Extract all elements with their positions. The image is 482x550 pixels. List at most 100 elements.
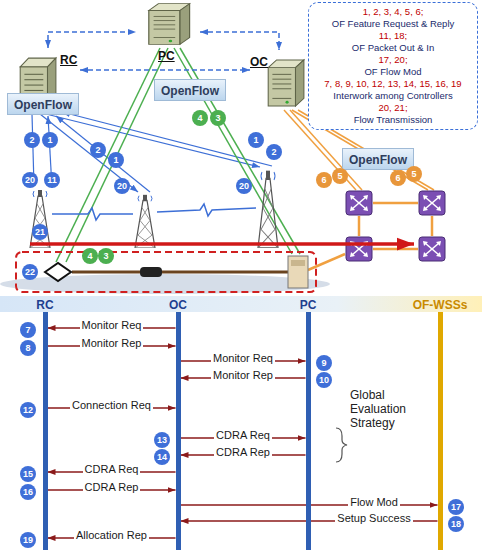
legend-text: OF Packet Out & In (313, 42, 473, 54)
note-holder: Global Evaluation Strategy (350, 388, 416, 430)
callout-holder: 6 (390, 170, 406, 186)
callout-holder: 1 (248, 132, 264, 148)
callout-number: 5 (406, 166, 422, 182)
message-label-holder: Monitor Req (211, 348, 275, 366)
callout-holder: 20 (22, 172, 38, 188)
callout-holder: 4 (192, 110, 208, 126)
message-label: Setup Success (335, 512, 412, 524)
controller-link (48, 32, 136, 48)
legend-numbers: 17, 20; (313, 54, 473, 66)
callout-number: 22 (22, 264, 38, 280)
openflow-label: OpenFlow (349, 153, 407, 167)
callout-holder: 3 (210, 110, 226, 126)
callout-holder: 7 (20, 322, 36, 338)
lifeline-header: PC (300, 298, 317, 312)
lifeline-header: OF-WSSs (413, 298, 468, 312)
message-label-holder: CDRA Req (83, 459, 141, 477)
message-label-holder: Monitor Rep (80, 333, 144, 351)
callout-holder: 2 (90, 142, 106, 158)
legend-numbers: 1, 2, 3, 4, 5, 6; (313, 6, 473, 18)
message-label: CDRA Rep (214, 446, 272, 458)
callout-number: 20 (22, 172, 38, 188)
callout-holder: 17 (448, 499, 464, 515)
message-label-holder: Flow Mod (348, 492, 400, 510)
message-label: CDRA Req (214, 429, 272, 441)
controller-node: OC (250, 50, 308, 108)
callout-holder: 22 (22, 264, 38, 280)
callout-holder: 2 (24, 132, 40, 148)
callout-number: 3 (210, 110, 226, 126)
legend-text: Interwork among Controllers (313, 90, 473, 102)
controller-label: OC (250, 55, 268, 69)
callout-number: 3 (98, 248, 114, 264)
callout-number: 2 (24, 132, 40, 148)
callout-holder: 10 (316, 372, 332, 388)
message-label: CDRA Req (83, 463, 141, 475)
controller-label: RC (60, 53, 77, 67)
callout-number: 14 (154, 449, 170, 465)
message-label: Monitor Rep (211, 369, 275, 381)
callout-number: 1 (42, 132, 58, 148)
callout-holder: 20 (236, 178, 252, 194)
controller-node: PC (136, 2, 200, 62)
message-label: Allocation Rep (74, 529, 149, 541)
callout-holder: 20 (114, 178, 130, 194)
lifeline: OF-WSSs (438, 312, 443, 550)
server-icon (144, 2, 192, 46)
callout-holder: 16 (20, 484, 36, 500)
server-icon (264, 58, 306, 108)
message-label-holder: CDRA Rep (83, 477, 141, 495)
callout-holder: 12 (20, 402, 36, 418)
callout-number: 11 (44, 172, 60, 188)
callout-holder: 8 (20, 340, 36, 356)
legend-numbers: 7, 8, 9, 10, 12, 13, 14, 15, 16, 19 (313, 78, 473, 90)
callout-number: 6 (390, 170, 406, 186)
openflow-box: OpenFlow (342, 148, 414, 170)
message-label-holder: CDRA Rep (214, 442, 272, 460)
callout-holder: 5 (406, 166, 422, 182)
callout-holder: 2 (266, 144, 282, 160)
legend-box: 1, 2, 3, 4, 5, 6;OF Feature Request & Re… (308, 2, 478, 130)
callout-holder: 19 (20, 532, 36, 548)
callout-holder: 4 (82, 248, 98, 264)
legend-numbers: 20, 21; (313, 102, 473, 114)
callout-number: 9 (316, 355, 332, 371)
message-label: CDRA Rep (83, 481, 141, 493)
callout-number: 2 (90, 142, 106, 158)
callout-holder: 15 (20, 466, 36, 482)
callout-holder: 14 (154, 449, 170, 465)
openflow-box: OpenFlow (7, 93, 79, 115)
controller-link (200, 32, 279, 50)
callout-holder: 1 (108, 152, 124, 168)
message-label: Monitor Req (80, 319, 144, 331)
callout-number: 7 (20, 322, 36, 338)
callout-number: 4 (82, 248, 98, 264)
callout-number: 21 (32, 224, 48, 240)
callout-number: 10 (316, 372, 332, 388)
lifeline: PC (306, 312, 311, 550)
message-label-holder: Setup Success (335, 508, 412, 526)
callout-number: 1 (248, 132, 264, 148)
callout-number: 5 (332, 168, 348, 184)
callout-number: 16 (20, 484, 36, 500)
callout-number: 20 (236, 178, 252, 194)
callout-holder: 5 (332, 168, 348, 184)
openflow-label: OpenFlow (14, 98, 72, 112)
legend-text: Flow Transmission (313, 114, 473, 126)
callout-holder: 18 (448, 516, 464, 532)
callout-number: 4 (192, 110, 208, 126)
callout-number: 12 (20, 402, 36, 418)
controller-link (80, 69, 250, 71)
legend-numbers: 11, 18; (313, 30, 473, 42)
message-label: Monitor Req (211, 352, 275, 364)
message-label-holder: Monitor Rep (211, 365, 275, 383)
message-label: Connection Req (70, 399, 153, 411)
callout-holder: 6 (316, 172, 332, 188)
callout-number: 17 (448, 499, 464, 515)
message-label-holder: Monitor Req (80, 315, 144, 333)
openflow-label: OpenFlow (161, 84, 219, 98)
callout-holder: 3 (98, 248, 114, 264)
callout-number: 8 (20, 340, 36, 356)
